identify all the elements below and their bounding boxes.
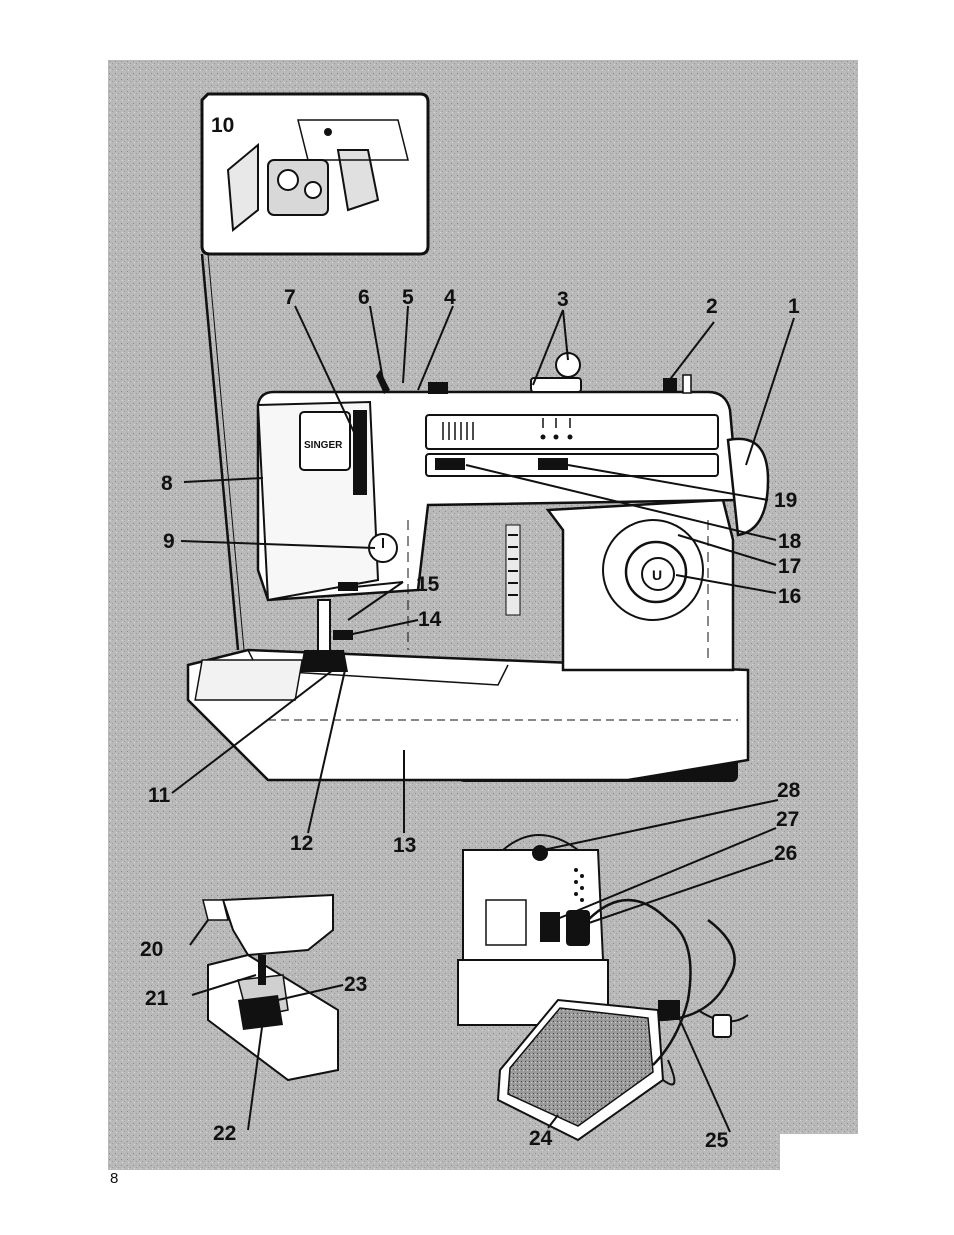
callout-14: 14 bbox=[418, 608, 442, 631]
callout-12: 12 bbox=[290, 832, 313, 855]
callout-3: 3 bbox=[557, 288, 569, 311]
bottom-right-notch bbox=[780, 1134, 858, 1170]
callout-18: 18 bbox=[778, 530, 802, 553]
callout-11: 11 bbox=[148, 784, 171, 807]
callout-8: 8 bbox=[161, 472, 173, 495]
callout-16: 16 bbox=[778, 585, 801, 608]
callout-24: 24 bbox=[529, 1127, 553, 1150]
callout-27: 27 bbox=[776, 808, 799, 831]
callout-10: 10 bbox=[211, 114, 234, 137]
svg-text:U: U bbox=[652, 567, 662, 583]
callout-9: 9 bbox=[163, 530, 175, 553]
callout-20: 20 bbox=[140, 938, 163, 961]
callout-19: 19 bbox=[774, 489, 797, 512]
callout-22: 22 bbox=[213, 1122, 236, 1145]
callout-7: 7 bbox=[284, 286, 296, 309]
callout-23: 23 bbox=[344, 973, 367, 996]
callout-13: 13 bbox=[393, 834, 416, 857]
callout-1: 1 bbox=[788, 295, 800, 318]
callout-2: 2 bbox=[706, 295, 718, 318]
callout-28: 28 bbox=[777, 779, 801, 802]
callout-26: 26 bbox=[774, 842, 797, 865]
sewing-machine-figure: U SINGER bbox=[108, 60, 858, 1170]
callout-17: 17 bbox=[778, 555, 801, 578]
callout-21: 21 bbox=[145, 987, 169, 1010]
callout-5: 5 bbox=[402, 286, 414, 309]
callout-4: 4 bbox=[444, 286, 456, 309]
callout-15: 15 bbox=[416, 573, 440, 596]
brand-label: SINGER bbox=[304, 440, 343, 451]
page-number: 8 bbox=[110, 1170, 118, 1187]
callout-6: 6 bbox=[358, 286, 370, 309]
callout-25: 25 bbox=[705, 1129, 729, 1152]
